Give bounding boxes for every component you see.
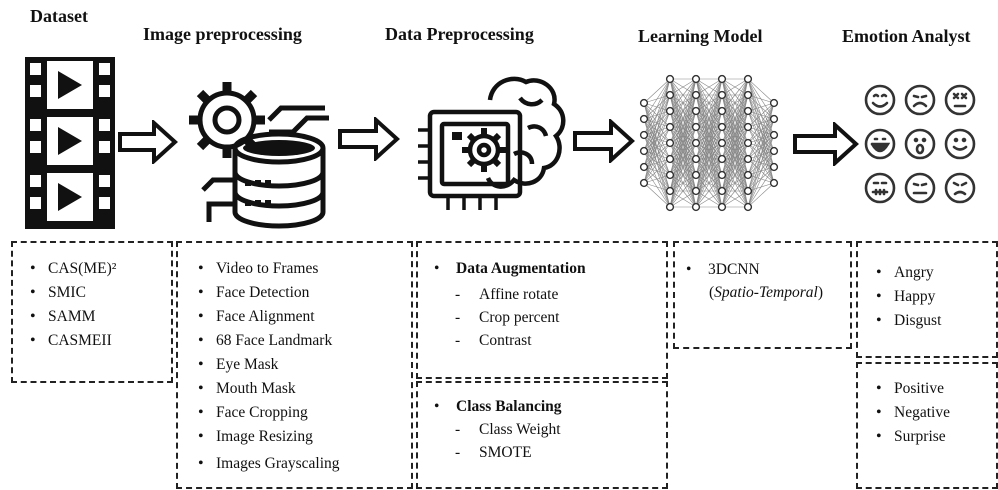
dataset-box [11, 241, 173, 383]
list-item: Class Weight [453, 418, 561, 441]
list-item: Mouth Mask [194, 377, 340, 401]
augmentation-box [416, 241, 668, 379]
emoji-faces-icon [864, 84, 976, 204]
list-item: SAMM [26, 305, 116, 329]
stage-title-dataset: Dataset [30, 6, 88, 26]
model-paren-open: ( [709, 284, 715, 301]
list-item: Face Alignment [194, 305, 340, 329]
film-strip-icon [25, 57, 115, 229]
list-item: Happy [872, 285, 941, 309]
model-label: 3DCNN [708, 261, 760, 278]
arrow-1 [118, 120, 178, 164]
image-preprocessing-box [176, 241, 413, 489]
list-item: Eye Mask [194, 353, 340, 377]
list-item: Surprise [872, 425, 950, 449]
model-detail-text: Spatio-Temporal [714, 284, 818, 301]
list-item: Disgust [872, 309, 941, 333]
image-preprocessing-list: Video to Frames Face Detection Face Alig… [194, 257, 340, 476]
list-item: SMOTE [453, 441, 561, 464]
stage-title-data-preprocessing: Data Preprocessing [385, 24, 534, 44]
emotions-b-box [856, 362, 998, 489]
list-item: SMIC [26, 281, 116, 305]
list-item: Image Resizing [194, 425, 340, 449]
arrow-2 [338, 117, 400, 161]
augmentation-header: • Data Augmentation [434, 260, 586, 277]
model-name: • 3DCNN [686, 261, 760, 278]
gear-database-icon [189, 82, 329, 229]
balancing-title: Class Balancing [456, 398, 562, 415]
list-item: Crop percent [453, 306, 559, 329]
augmentation-list: Affine rotate Crop percent Contrast [453, 283, 559, 352]
list-item: Positive [872, 377, 950, 401]
stage-title-emotion-analyst: Emotion Analyst [842, 26, 971, 46]
augmentation-title: Data Augmentation [456, 260, 586, 277]
emotions-a-list: Angry Happy Disgust [872, 261, 941, 333]
arrow-3 [573, 119, 635, 163]
emotions-a-box [856, 241, 998, 358]
list-item: Face Detection [194, 281, 340, 305]
balancing-header: • Class Balancing [434, 398, 562, 415]
model-box [673, 241, 852, 349]
arrow-4 [793, 122, 859, 166]
stage-title-image-preprocessing: Image preprocessing [143, 24, 302, 44]
list-item: Contrast [453, 329, 559, 352]
model-paren-close: ) [817, 284, 823, 301]
neural-network-icon [639, 74, 779, 212]
list-item: CAS(ME)² [26, 257, 116, 281]
list-item: Video to Frames [194, 257, 340, 281]
list-item: Face Cropping [194, 401, 340, 425]
list-item: 68 Face Landmark [194, 329, 340, 353]
balancing-list: Class Weight SMOTE [453, 418, 561, 464]
list-item: Negative [872, 401, 950, 425]
brain-chip-gear-icon [418, 76, 566, 210]
list-item: Images Grayscaling [194, 452, 340, 476]
list-item: CASMEII [26, 329, 116, 353]
dataset-list: CAS(ME)² SMIC SAMM CASMEII [26, 257, 116, 353]
list-item: Affine rotate [453, 283, 559, 306]
list-item: Angry [872, 261, 941, 285]
balancing-box [416, 381, 668, 489]
emotions-b-list: Positive Negative Surprise [872, 377, 950, 449]
model-detail: (Spatio-Temporal) [709, 284, 823, 302]
stage-title-learning-model: Learning Model [638, 26, 763, 46]
